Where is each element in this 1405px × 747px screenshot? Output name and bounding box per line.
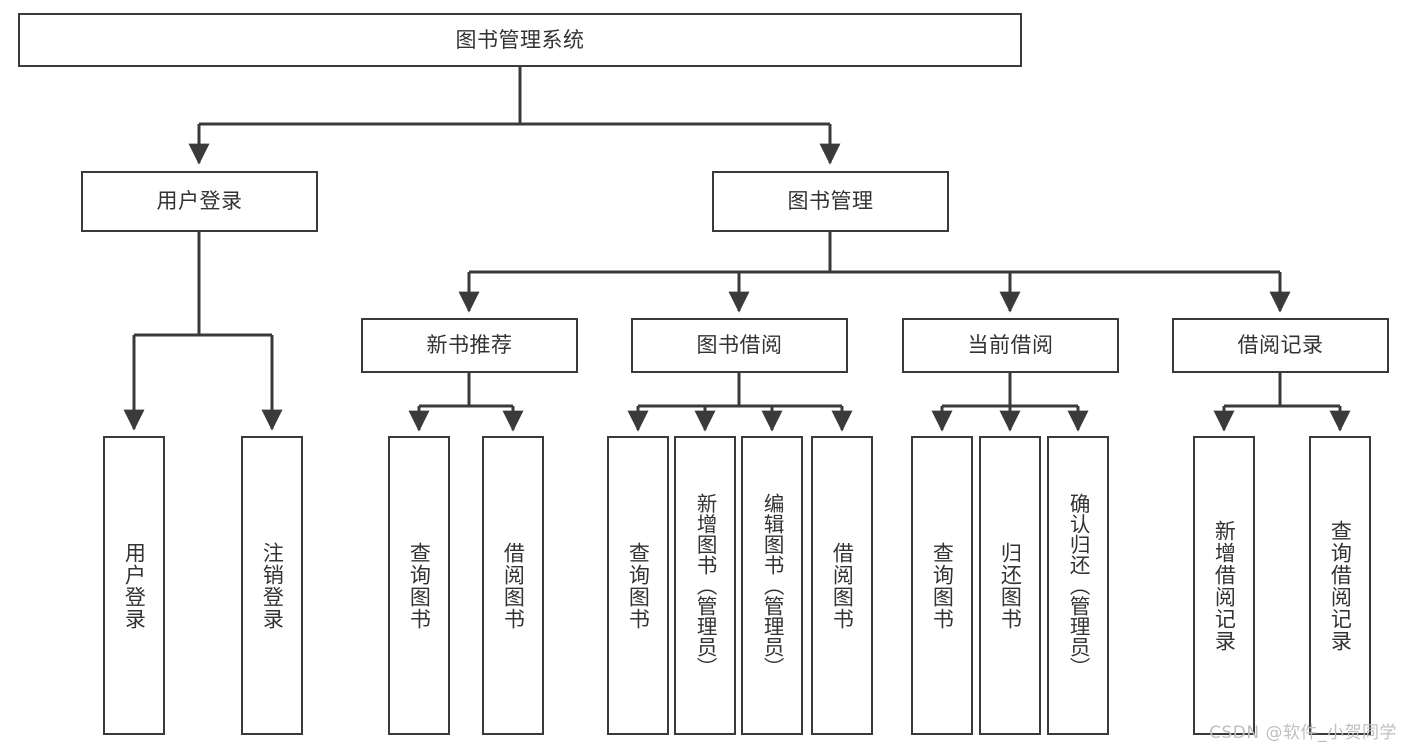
node-leaf-user-logout[interactable]: 注销登录 <box>241 436 303 735</box>
node-leaf-user-login[interactable]: 用户登录 <box>103 436 165 735</box>
node-leaf-add-book[interactable]: 新增图书（管理员） <box>674 436 736 735</box>
node-book-borrow[interactable]: 图书借阅 <box>631 318 848 373</box>
node-leaf-query-book-2[interactable]: 查询图书 <box>607 436 669 735</box>
node-leaf-edit-book[interactable]: 编辑图书（管理员） <box>741 436 803 735</box>
node-leaf-return-book[interactable]: 归还图书 <box>979 436 1041 735</box>
node-book-management[interactable]: 图书管理 <box>712 171 949 232</box>
csdn-watermark: CSDN @软件_小贺同学 <box>1209 723 1397 743</box>
node-leaf-add-record[interactable]: 新增借阅记录 <box>1193 436 1255 735</box>
node-leaf-query-book-3[interactable]: 查询图书 <box>911 436 973 735</box>
node-leaf-query-book-1[interactable]: 查询图书 <box>388 436 450 735</box>
node-borrow-record[interactable]: 借阅记录 <box>1172 318 1389 373</box>
node-leaf-borrow-book-2[interactable]: 借阅图书 <box>811 436 873 735</box>
node-current-borrow[interactable]: 当前借阅 <box>902 318 1119 373</box>
node-user-login[interactable]: 用户登录 <box>81 171 318 232</box>
node-leaf-confirm-return[interactable]: 确认归还（管理员） <box>1047 436 1109 735</box>
node-leaf-query-record[interactable]: 查询借阅记录 <box>1309 436 1371 735</box>
node-new-book-recommend[interactable]: 新书推荐 <box>361 318 578 373</box>
node-root-book-management-system[interactable]: 图书管理系统 <box>18 13 1022 67</box>
node-leaf-borrow-book-1[interactable]: 借阅图书 <box>482 436 544 735</box>
